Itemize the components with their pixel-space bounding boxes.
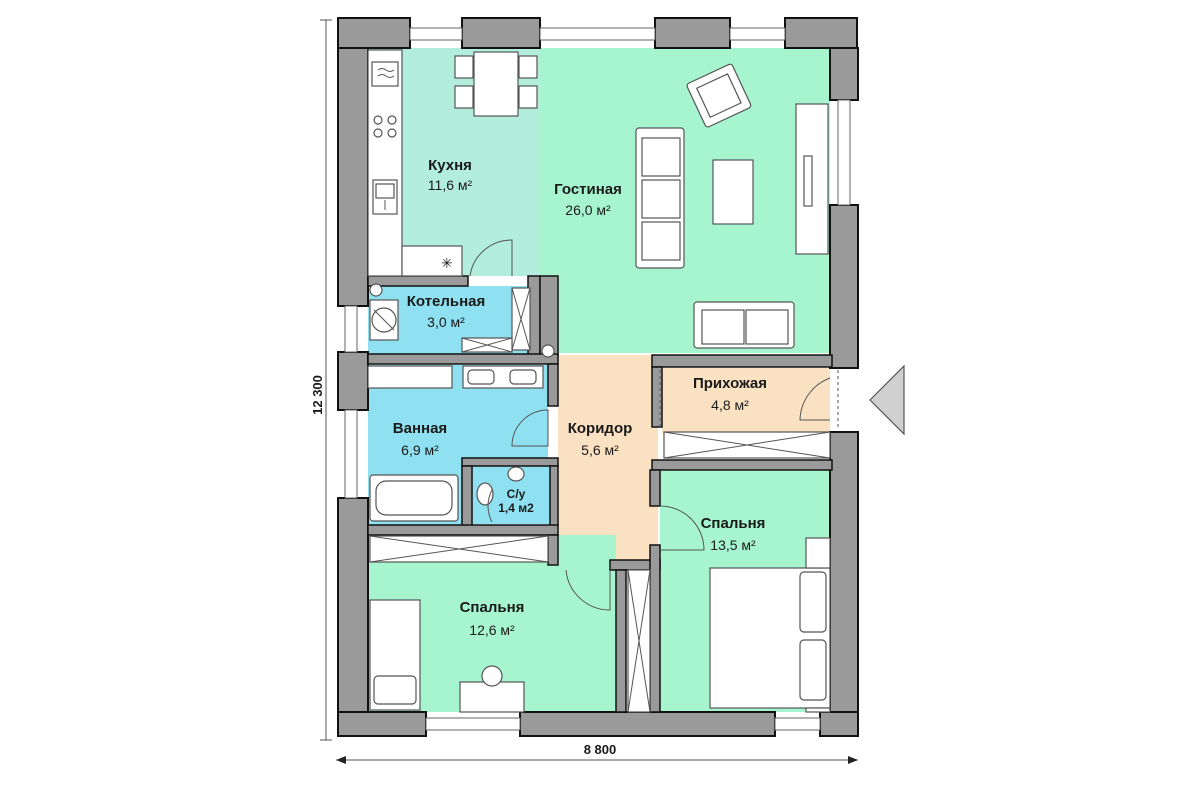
bath-furniture [367,365,549,522]
hall-name: Прихожая [693,375,767,392]
entrance-arrow-icon [869,364,905,436]
wc-area: 1,4 м2 [498,501,534,515]
bedroom1-furniture [627,505,831,713]
wc-name: С/у [507,487,526,501]
kitchen-name: Кухня [428,157,472,174]
bedroom1-area: 13,5 м² [710,537,756,553]
dimension-lines: 12 300 8 800 [310,19,858,764]
room-labels: Кухня 11,6 м² Гостиная 26,0 м² Котельная… [393,157,767,638]
boiler-name: Котельная [407,293,486,310]
boiler-furniture [369,287,531,353]
hall-furniture [659,370,839,459]
svg-text:✳: ✳ [441,255,453,271]
living-furniture [635,63,829,349]
hall-fill [662,368,830,434]
bedroom2-furniture [369,535,611,713]
kitchen-furniture: ✳ [367,49,538,277]
width-dimension-label: 8 800 [584,742,617,757]
hall-area: 4,8 м² [711,397,749,413]
corridor-area: 5,6 м² [581,442,619,458]
outer-walls [337,17,859,737]
inner-walls [367,275,833,713]
bath-name: Ванная [393,420,447,437]
bedroom2-area: 12,6 м² [469,622,515,638]
bath-area: 6,9 м² [401,442,439,458]
bedroom1-name: Спальня [701,515,766,532]
living-area: 26,0 м² [565,202,611,218]
living-name: Гостиная [554,181,622,198]
kitchen-area: 11,6 м² [428,177,473,193]
height-dimension-label: 12 300 [310,375,325,415]
kitchen-door [469,239,513,277]
corridor-fill [558,355,658,560]
corridor-name: Коридор [568,420,633,437]
wc-furniture [476,466,525,523]
bedroom2-name: Спальня [460,599,525,616]
boiler-area: 3,0 м² [427,314,465,330]
